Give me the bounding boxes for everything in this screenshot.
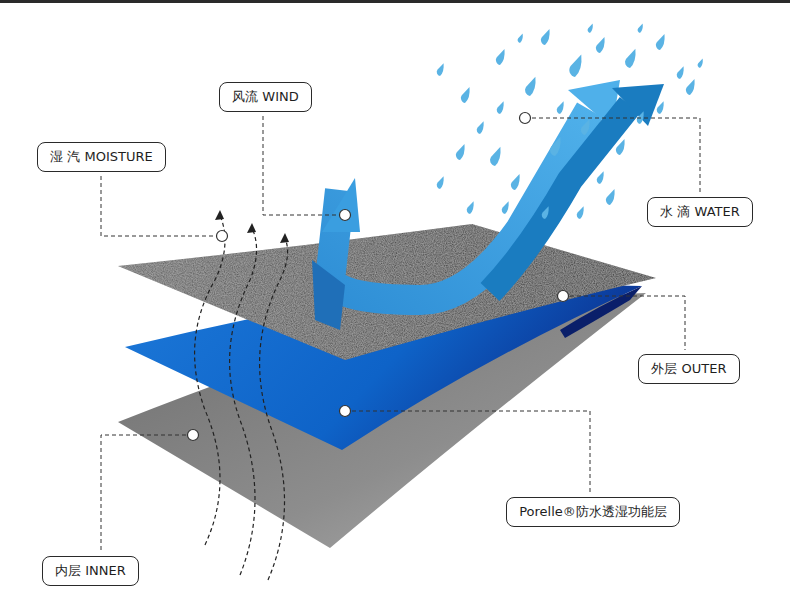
water-arrow <box>490 105 630 292</box>
label-text: 水 滴 WATER <box>660 204 739 220</box>
water-drop <box>541 29 550 45</box>
water-drop <box>596 37 605 53</box>
water-drop <box>557 101 564 114</box>
water-drop <box>638 23 643 33</box>
water-drop <box>581 119 590 135</box>
label-text: Porelle®防水透湿功能层 <box>519 504 667 520</box>
water-drop <box>467 201 474 214</box>
water-drop <box>511 174 520 190</box>
leader-lines <box>101 116 700 552</box>
water-drop <box>616 139 625 155</box>
label-box: 水 滴 WATER <box>647 197 753 227</box>
water-drop <box>588 23 593 33</box>
water-drop <box>477 121 484 134</box>
water-drop <box>569 55 581 77</box>
water-drops <box>437 23 703 219</box>
label-text: 外层 OUTER <box>651 361 726 377</box>
callout-dots <box>188 113 569 441</box>
water-drop <box>550 137 560 156</box>
water-drop <box>525 77 535 96</box>
wind-tail <box>312 260 345 330</box>
label-text: 风流 WIND <box>232 89 299 105</box>
water-drop <box>657 101 664 114</box>
label-text: 湿 汽 MOISTURE <box>50 149 153 165</box>
water-drop <box>497 101 504 114</box>
water-drop <box>502 201 509 214</box>
label-box: 外层 OUTER <box>638 354 740 384</box>
water-drop <box>456 144 465 160</box>
water-drop <box>625 49 635 68</box>
water-drop <box>542 206 549 219</box>
moisture-paths <box>195 215 288 580</box>
wind-arrowhead <box>322 178 360 232</box>
top-strip <box>0 0 790 3</box>
water-drop <box>677 66 684 79</box>
water-drop <box>461 87 470 103</box>
water-drop <box>686 79 695 95</box>
water-drop <box>698 58 703 68</box>
water-drop <box>437 63 444 76</box>
water-drop <box>577 206 584 219</box>
water-drop <box>496 49 505 65</box>
water-drop <box>490 147 500 166</box>
water-drop <box>597 171 604 184</box>
water-arrowhead-2 <box>612 84 664 126</box>
water-drop <box>437 176 444 189</box>
water-drop <box>656 34 665 50</box>
water-drop <box>518 33 523 43</box>
label-text: 内层 INNER <box>55 563 126 579</box>
label-box: 湿 汽 MOISTURE <box>37 142 166 172</box>
label-box: 内层 INNER <box>42 556 139 586</box>
label-box: 风流 WIND <box>219 82 312 112</box>
water-drop <box>606 189 615 205</box>
label-box: Porelle®防水透湿功能层 <box>506 497 680 527</box>
